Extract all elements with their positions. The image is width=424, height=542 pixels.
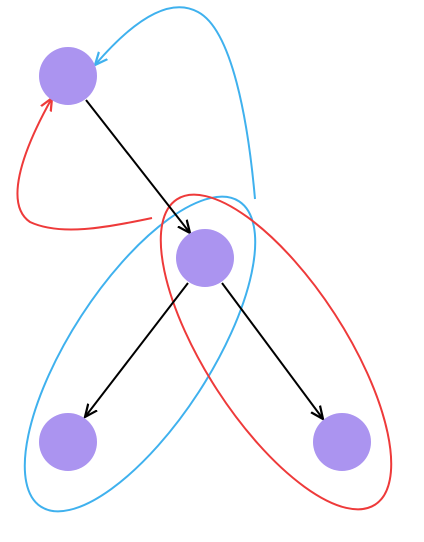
red-group-ellipse xyxy=(159,193,393,511)
edge-n1-n2 xyxy=(85,99,190,233)
edge-n2-n4 xyxy=(221,282,323,419)
blue-feedback-edge xyxy=(95,6,256,200)
edge-n2-n3 xyxy=(85,282,189,417)
node-bottom-right xyxy=(313,413,371,471)
node-middle xyxy=(176,229,234,287)
node-bottom-left xyxy=(39,413,97,471)
red-feedback-edge xyxy=(16,98,153,231)
blue-group-ellipse xyxy=(23,195,257,513)
node-top xyxy=(39,47,97,105)
